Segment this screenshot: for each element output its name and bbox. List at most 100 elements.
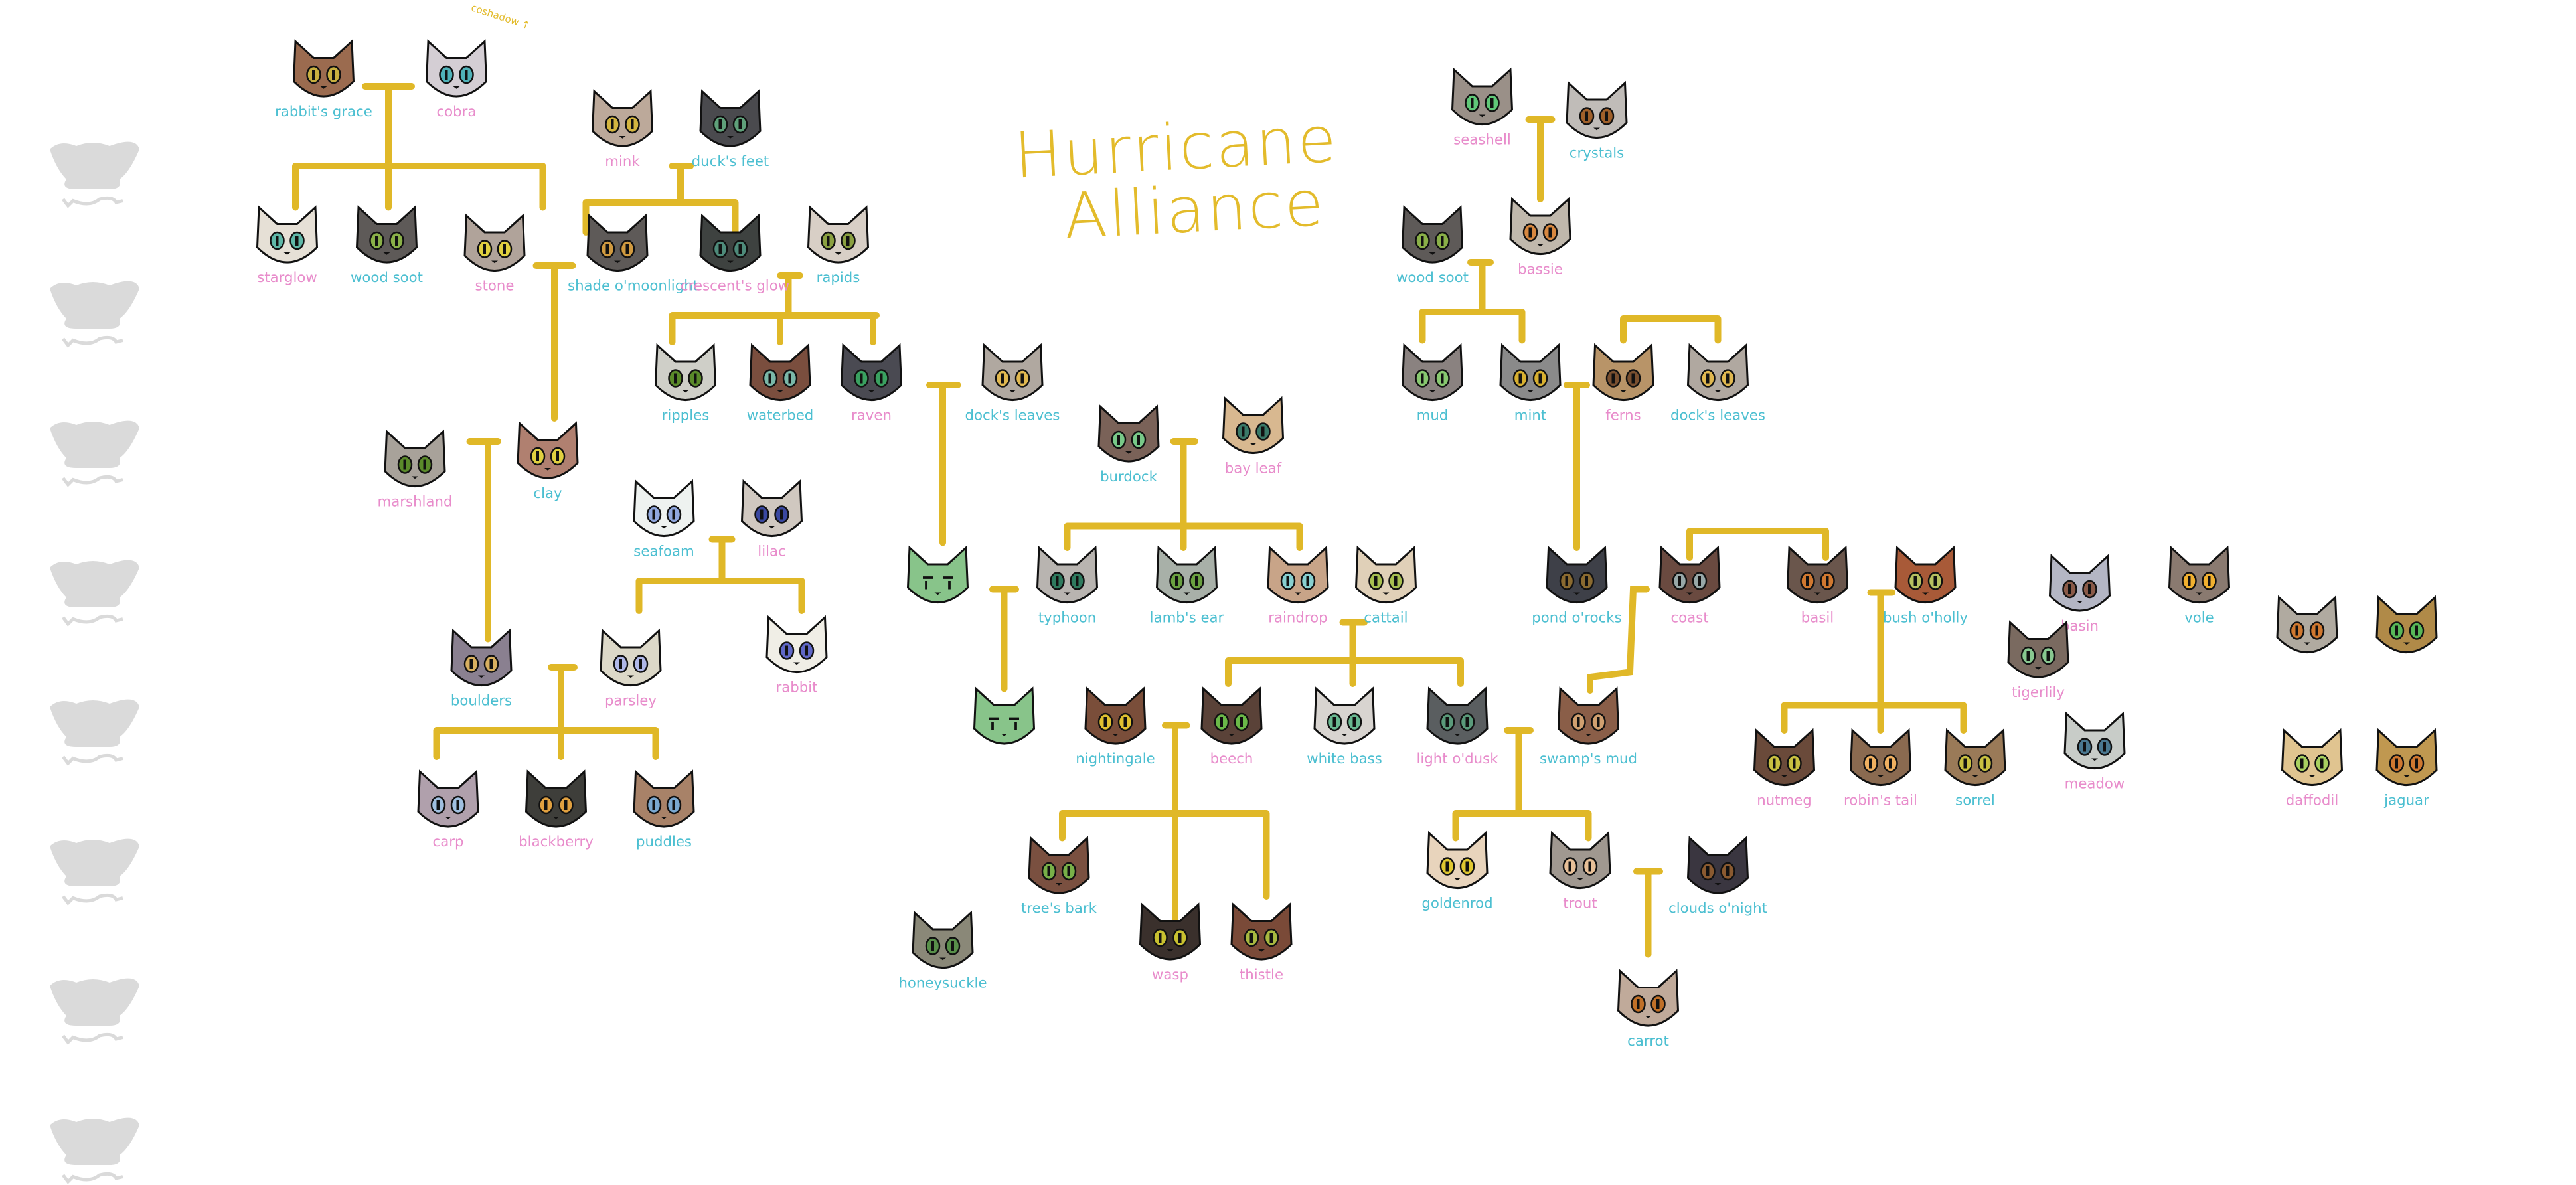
family-connector-line <box>1587 586 1650 694</box>
placeholder-silhouette <box>46 415 143 488</box>
cat-node: ripples <box>636 342 736 425</box>
cat-head-icon <box>600 628 662 686</box>
family-connector-line <box>292 83 546 211</box>
cat-name-label: bay leaf <box>1224 461 1282 478</box>
cat-node: wasp <box>1121 902 1220 985</box>
cat-head-icon <box>2375 728 2438 786</box>
cat-node: basil <box>1768 544 1868 627</box>
cat-name-label: goldenrod <box>1421 896 1493 913</box>
placeholder-silhouette <box>46 276 143 349</box>
placeholder-silhouette <box>46 833 143 906</box>
cat-node: swamp's mud <box>1539 686 1639 769</box>
cat-name-label: wood soot <box>1396 270 1469 287</box>
family-connector-line <box>669 272 880 345</box>
cat-head-icon <box>1222 396 1285 454</box>
cat-node: white bass <box>1295 686 1394 769</box>
cat-node: seashell <box>1433 66 1532 149</box>
cat-head-icon <box>1753 728 1816 786</box>
cat-node: mint <box>1481 342 1580 425</box>
cat-head-icon <box>840 343 903 401</box>
cat-silhouette-icon <box>50 420 139 487</box>
cat-silhouette-icon <box>50 978 139 1045</box>
cat-node: clay <box>498 420 598 503</box>
cat-node: crescent's glow <box>681 212 790 295</box>
cat-node: tigerlily <box>1988 619 2088 702</box>
cat-head-icon <box>1557 686 1620 745</box>
cat-name-label: crystals <box>1569 146 1625 163</box>
cat-head-icon <box>384 429 446 487</box>
cat-head-icon <box>1426 686 1489 745</box>
cat-name-label: lamb's ear <box>1149 611 1224 627</box>
cat-head-icon <box>1200 686 1263 745</box>
cat-node: carp <box>398 769 498 852</box>
cat-head-icon <box>417 769 479 828</box>
cat-name-label: rabbit's grace <box>275 104 372 121</box>
cat-node: nightingale <box>1066 686 1165 769</box>
cat-head-icon <box>1139 902 1202 961</box>
cat-head-icon <box>1401 343 1464 401</box>
cat-name-label: lilac <box>758 544 786 561</box>
cat-head-icon <box>699 213 762 272</box>
cat-node: waterbed <box>730 342 830 425</box>
cat-name-label: meadow <box>2064 777 2125 793</box>
family-connector-line <box>1781 589 1967 734</box>
family-connector-line <box>1419 259 1526 344</box>
cat-node: rapids <box>789 204 888 287</box>
cat-head-icon <box>591 89 654 147</box>
cat-name-label: duck's feet <box>691 154 769 171</box>
cat-node: bush o'holly <box>1876 544 1975 627</box>
cat-head-icon <box>256 205 319 264</box>
family-connector-line <box>466 438 501 643</box>
cat-name-label: swamp's mud <box>1539 751 1637 769</box>
cat-head-icon <box>1097 404 1160 463</box>
cat-head-icon <box>1944 728 2006 786</box>
cat-head-icon <box>524 769 588 828</box>
cat-head-icon <box>633 769 695 828</box>
cat-name-label: cattail <box>1364 611 1408 627</box>
cat-head-icon <box>807 205 870 264</box>
cat-node: lilac <box>722 478 822 561</box>
cat-head-icon <box>1894 545 1957 603</box>
cat-name-label: basin <box>2060 619 2099 636</box>
cat-name-label: daffodil <box>2285 793 2339 810</box>
placeholder-silhouette <box>46 554 143 627</box>
cat-head-icon <box>1658 545 1721 603</box>
cat-head-icon <box>2168 545 2231 603</box>
cat-head-icon <box>2375 595 2438 653</box>
cat-head-icon <box>1499 343 1562 401</box>
cat-head-icon <box>2048 554 2111 612</box>
cat-name-label: trout <box>1563 896 1597 913</box>
cat-name-label: seashell <box>1453 133 1511 149</box>
cat-name-label: seafoam <box>633 544 694 561</box>
cat-node: cattail <box>1336 544 1436 627</box>
cat-node: raven <box>822 342 922 425</box>
cat-name-label: crescent's glow <box>681 279 790 295</box>
cat-node: dock's leaves <box>963 342 1062 425</box>
cat-node: wood soot <box>1383 204 1483 287</box>
title-line-2: Alliance <box>1062 167 1327 254</box>
cat-name-label: carp <box>432 834 464 852</box>
cat-head-icon <box>1509 197 1571 255</box>
cat-node: mud <box>1383 342 1483 425</box>
family-connector-line <box>926 382 961 546</box>
cat-name-label: raindrop <box>1268 611 1328 627</box>
cat-name-label: light o'dusk <box>1416 751 1498 769</box>
cat-head-icon <box>292 39 355 98</box>
cat-name-label: parsley <box>605 694 657 710</box>
cat-node: pond o'rocks <box>1527 544 1627 627</box>
cat-node: starglow <box>238 204 337 287</box>
family-connector-line <box>1686 528 1829 561</box>
cat-name-label: nutmeg <box>1757 793 1812 810</box>
cat-node: goldenrod <box>1408 830 1507 913</box>
cat-node: meadow <box>2045 710 2144 793</box>
cat-name-label: blackberry <box>519 834 594 852</box>
cat-node: typhoon <box>1018 544 1117 627</box>
cat-node <box>955 686 1054 752</box>
cat-name-label: wasp <box>1152 967 1188 985</box>
cat-node: basin <box>2030 553 2130 636</box>
cat-name-label: jaguar <box>2384 793 2429 810</box>
cat-head-icon <box>765 615 828 673</box>
cat-head-icon <box>1686 343 1749 401</box>
cat-name-label: nightingale <box>1076 751 1155 769</box>
cat-head-icon <box>1230 902 1293 961</box>
